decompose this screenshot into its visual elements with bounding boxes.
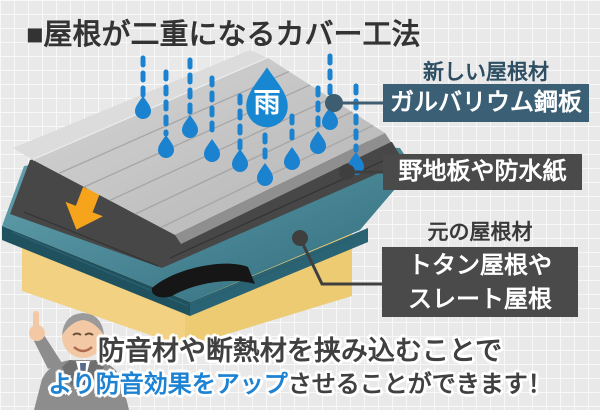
label-original-roof-line2: スレート屋根	[408, 286, 552, 313]
old-roof-seam	[195, 231, 367, 305]
sheathing-seam	[23, 211, 159, 267]
raindrop-icon: 雨	[246, 67, 288, 128]
new-roof-edge	[175, 133, 391, 244]
old-roof-edge-left	[2, 226, 190, 316]
footer-line2: より防音効果をアップさせることができます！	[0, 364, 600, 399]
page-title: ■屋根が二重になるカバー工法	[26, 19, 421, 51]
label-sheathing-box: 野地板や防水紙	[383, 154, 582, 190]
connector-sheathing	[339, 164, 384, 180]
footer-line1: 防音材や断熱材を挟み込むことで	[97, 336, 503, 366]
label-original-roof-line1: トタン屋根や	[408, 252, 552, 279]
rain-kanji: 雨	[254, 88, 281, 118]
label-new-roof-caption: 新しい屋根材	[423, 61, 549, 84]
pointing-hand-icon	[29, 311, 62, 369]
footer-line2-rest: させることができます！	[287, 371, 552, 398]
presenter-photo	[29, 311, 129, 410]
connector-original	[292, 230, 383, 286]
label-original-roof-box: トタン屋根や スレート屋根	[382, 247, 578, 317]
footer-line2-highlight: より防音効果をアップ	[48, 371, 288, 398]
connector-galvalume	[325, 94, 384, 112]
rain-streaks	[140, 53, 359, 163]
label-galvalume-box: ガルバリウム鋼板	[383, 84, 589, 122]
label-original-caption: 元の屋根材	[427, 221, 533, 244]
felt-peel	[151, 263, 255, 298]
